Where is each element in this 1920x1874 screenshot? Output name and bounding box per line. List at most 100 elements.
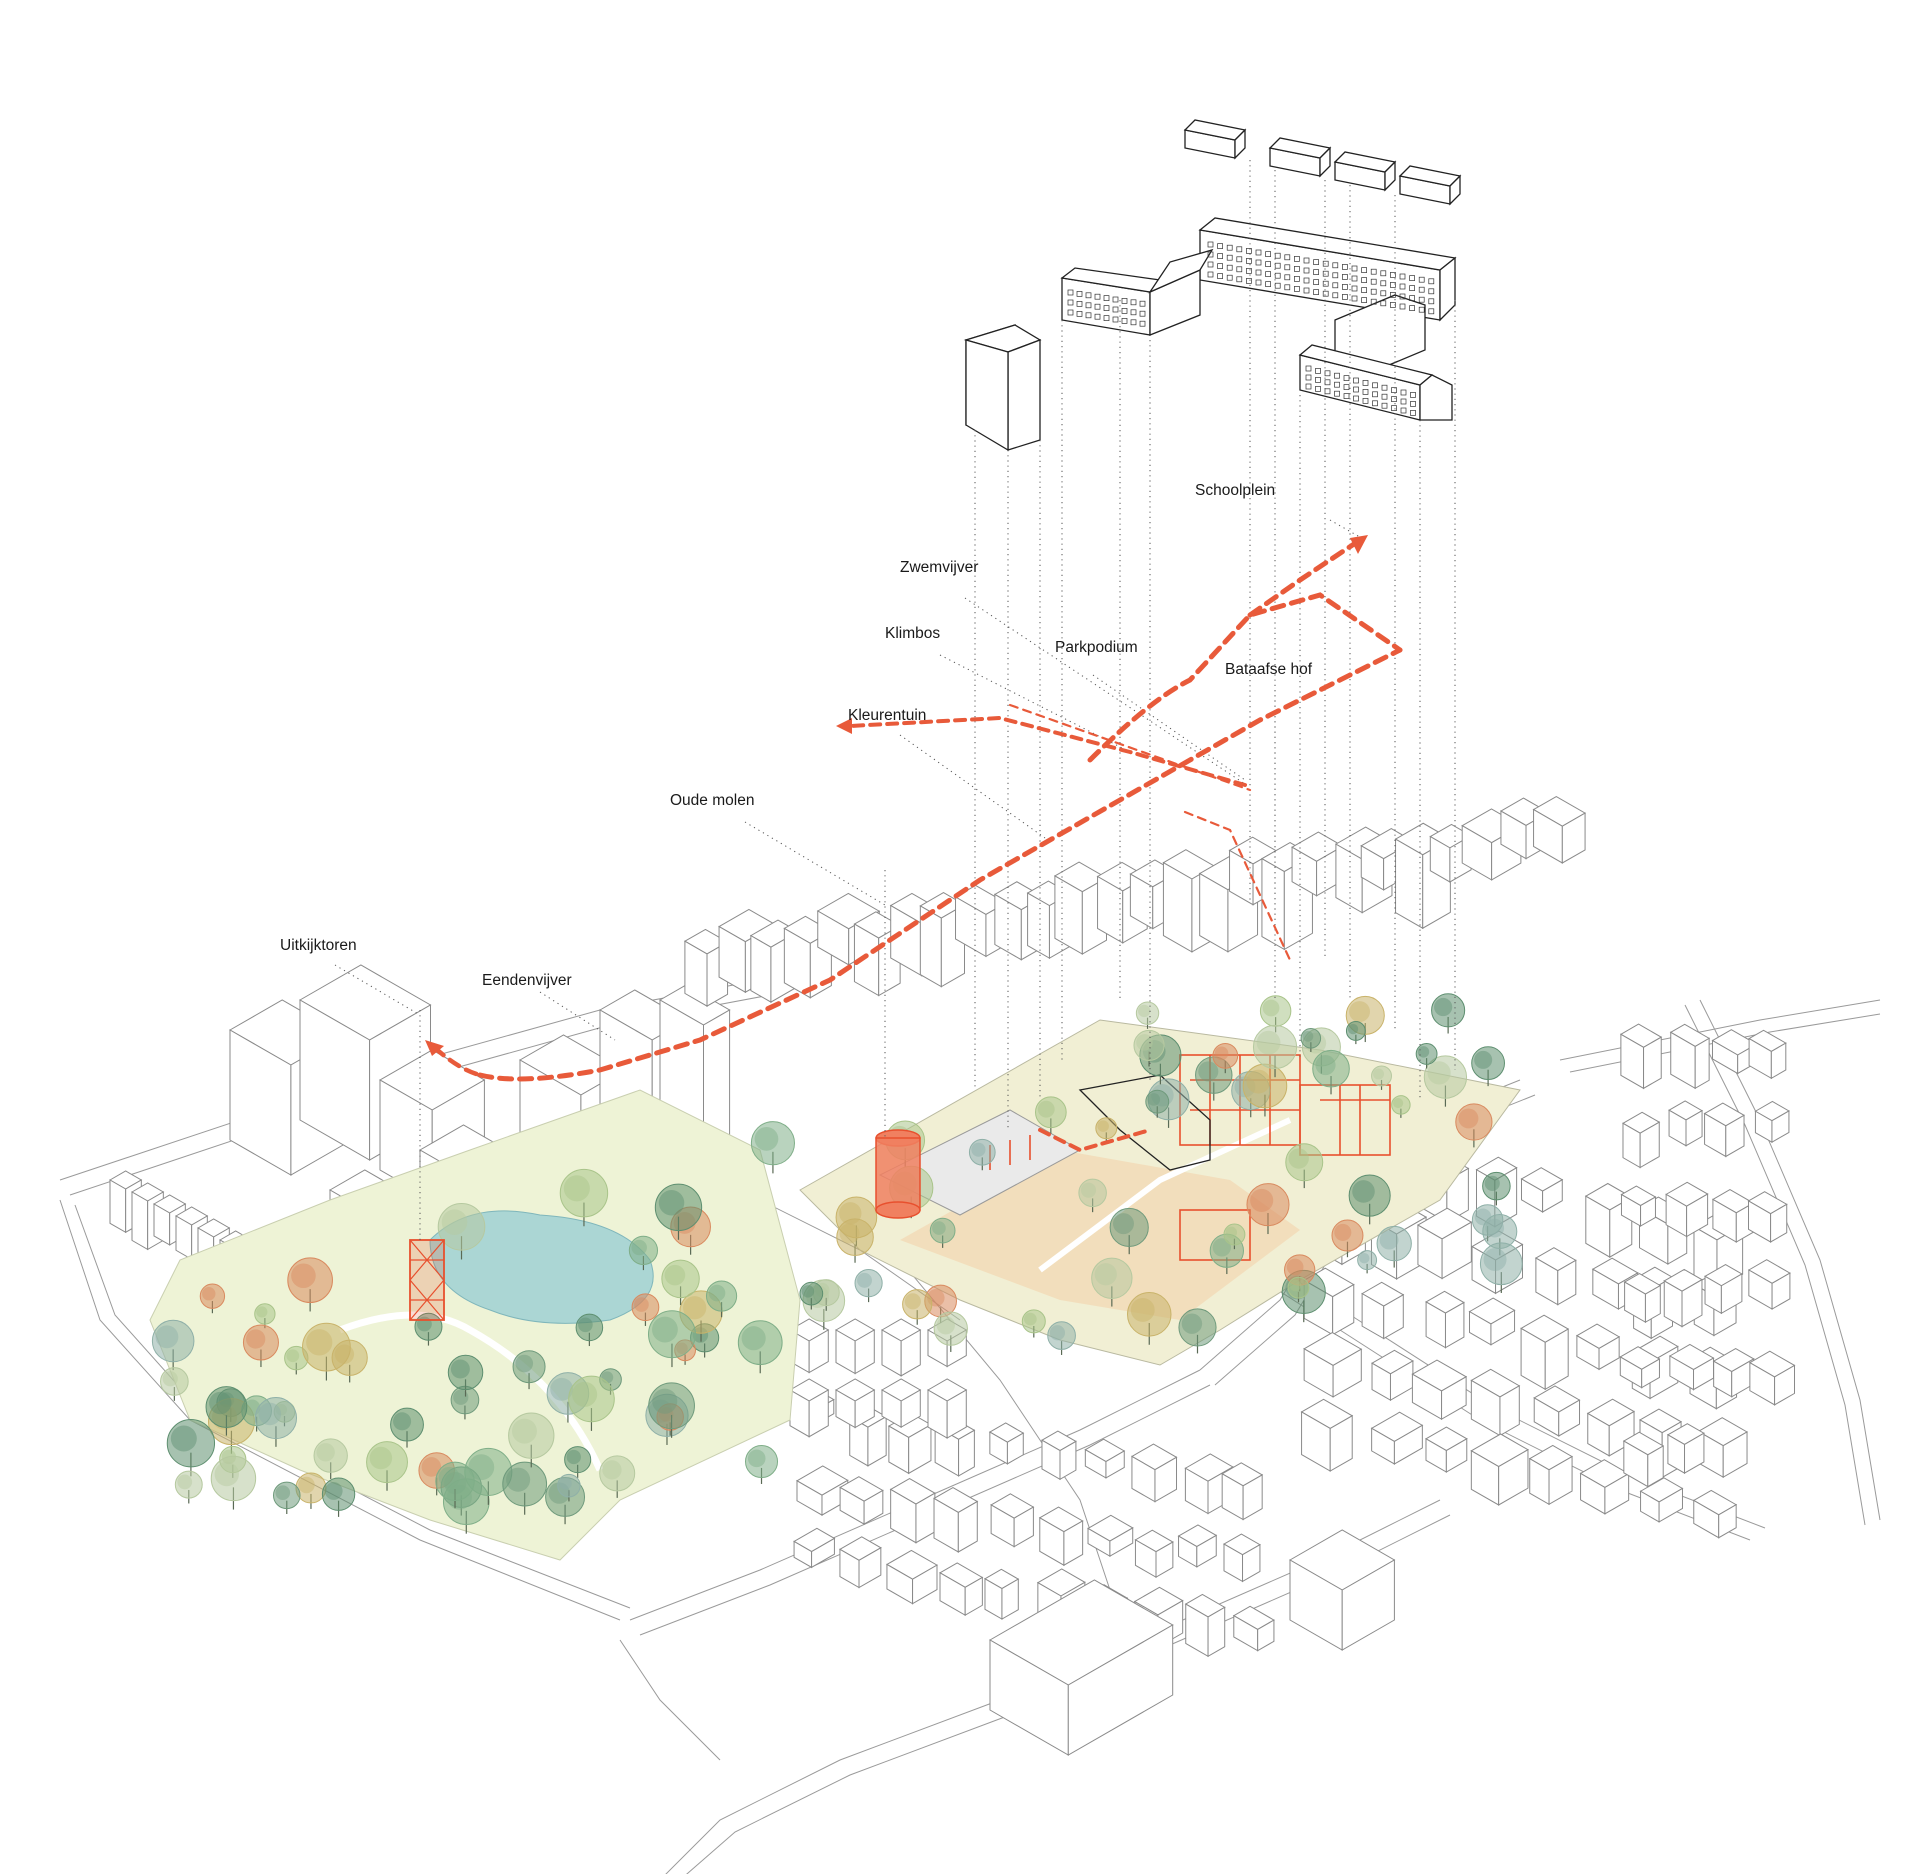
window [1112, 296, 1119, 303]
context-building-face [900, 1389, 921, 1429]
tree [1300, 1028, 1322, 1052]
tree [1415, 1043, 1438, 1069]
window [1294, 256, 1300, 262]
exploded-school-building [1060, 119, 1462, 421]
window [1067, 299, 1074, 306]
window [1428, 278, 1435, 285]
context-building-face [1490, 1309, 1516, 1346]
window [1400, 398, 1407, 405]
window [1226, 274, 1233, 281]
context-building-face [1441, 1375, 1467, 1421]
tree [1348, 1174, 1391, 1225]
exploded-house-3 [1333, 151, 1397, 192]
window [1361, 277, 1367, 283]
window [1303, 257, 1310, 264]
route-klimbos [1008, 703, 1252, 792]
window [1315, 386, 1321, 392]
window [1130, 309, 1137, 316]
window [1103, 305, 1110, 311]
window [1418, 276, 1425, 283]
window [1236, 246, 1243, 253]
window [1343, 375, 1350, 381]
window [1121, 298, 1128, 304]
tree [1357, 1250, 1378, 1274]
projection-lines [334, 160, 1456, 1240]
window [1351, 265, 1358, 272]
context-building-face [1640, 1196, 1656, 1227]
window [1103, 315, 1110, 321]
context-building-face [811, 1537, 835, 1569]
window [1342, 284, 1348, 290]
window [1362, 380, 1369, 386]
tree [1479, 1242, 1523, 1293]
window [1418, 286, 1425, 293]
window [1313, 279, 1319, 285]
tree [648, 1382, 695, 1438]
context-building-face [109, 1179, 127, 1234]
tree [1431, 993, 1466, 1034]
context-building-face [964, 1576, 983, 1616]
context-building-face [900, 1329, 921, 1377]
window [1255, 269, 1262, 276]
label-bataafse-hof: Bataafse hof [1225, 661, 1313, 678]
window [1226, 264, 1233, 271]
tree [1284, 1254, 1316, 1292]
tree [502, 1461, 548, 1515]
window [1303, 277, 1310, 284]
tree [647, 1310, 696, 1368]
window [1294, 286, 1300, 292]
tree [1212, 1042, 1239, 1074]
tree [968, 1138, 996, 1171]
tree [151, 1319, 195, 1371]
tree [557, 1473, 581, 1502]
context-building-face [1332, 1283, 1355, 1336]
tree [1455, 1103, 1493, 1148]
window [1410, 410, 1416, 416]
window [1410, 392, 1416, 398]
window [1255, 249, 1262, 256]
context-building-face [1722, 1431, 1748, 1479]
window [1067, 289, 1074, 296]
tree [464, 1447, 513, 1505]
window [1380, 290, 1387, 297]
tree [1242, 1063, 1288, 1117]
window [1305, 383, 1312, 390]
label-oude-molen: Oude molen [670, 792, 754, 809]
tree [437, 1203, 486, 1260]
window [1391, 387, 1397, 393]
tree [1126, 1292, 1172, 1345]
window [1121, 308, 1128, 314]
context-building-face [867, 1415, 887, 1467]
window [1334, 390, 1340, 397]
window [1409, 275, 1415, 281]
tree [435, 1461, 475, 1509]
context-building-face [1155, 1541, 1174, 1579]
tree [1312, 1049, 1350, 1095]
window [1303, 267, 1310, 274]
tree [929, 1217, 956, 1248]
context-building-face [1557, 1259, 1577, 1306]
window [1255, 259, 1262, 266]
window [1303, 287, 1310, 294]
window [1381, 402, 1388, 409]
window [1085, 312, 1092, 319]
context-building-face [1006, 1432, 1024, 1465]
context-building-face [1561, 812, 1586, 864]
exploded-house-4 [1398, 165, 1462, 206]
context-building-face [1558, 1399, 1581, 1437]
label-klimbos: Klimbos [885, 625, 940, 642]
label-schoolplein: Schoolplein [1195, 482, 1275, 499]
left-park-path [338, 1311, 604, 1472]
window [1399, 293, 1406, 300]
context-building-face [1685, 1109, 1703, 1147]
main-park-path [1038, 1117, 1292, 1273]
window [1324, 388, 1331, 395]
oude-molen-tower [875, 1129, 921, 1219]
window [1322, 260, 1329, 267]
tree [242, 1324, 279, 1368]
window [1085, 292, 1092, 299]
context-building-face [1105, 1450, 1125, 1479]
context-building-face [1644, 1284, 1661, 1324]
tree [705, 1280, 738, 1318]
window [1353, 386, 1359, 393]
